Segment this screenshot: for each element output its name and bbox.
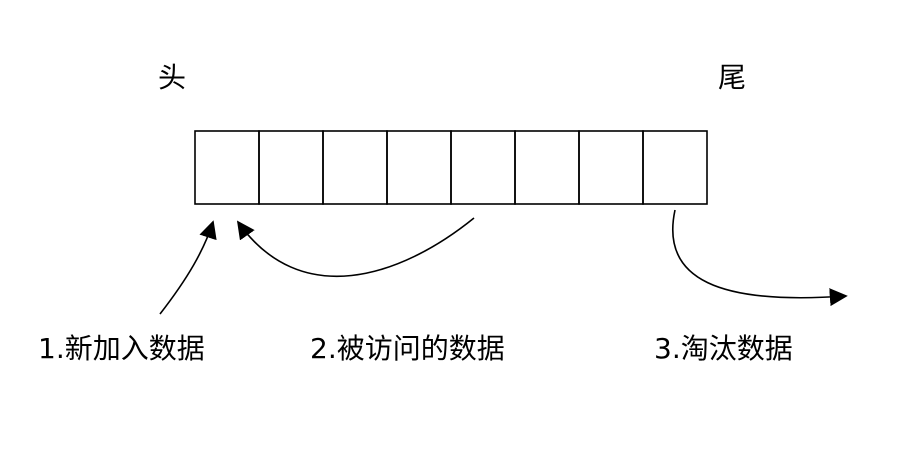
list-cells [194, 130, 708, 205]
list-cell [322, 130, 388, 205]
evict-step-label: 3.淘汰数据 [654, 332, 793, 365]
evict-arrow [672, 209, 848, 307]
list-cell [578, 130, 644, 205]
insert-step-label: 1.新加入数据 [38, 332, 205, 365]
list-cell [258, 130, 324, 205]
insert-arrow [159, 220, 217, 315]
head-label: 头 [158, 61, 187, 94]
list-cell [514, 130, 580, 205]
list-cell [386, 130, 452, 205]
list-cell [642, 130, 708, 205]
access-step-label: 2.被访问的数据 [310, 332, 505, 365]
list-cell [194, 130, 260, 205]
tail-label: 尾 [718, 61, 747, 94]
list-cell [450, 130, 516, 205]
access-move-arrow [236, 217, 475, 278]
